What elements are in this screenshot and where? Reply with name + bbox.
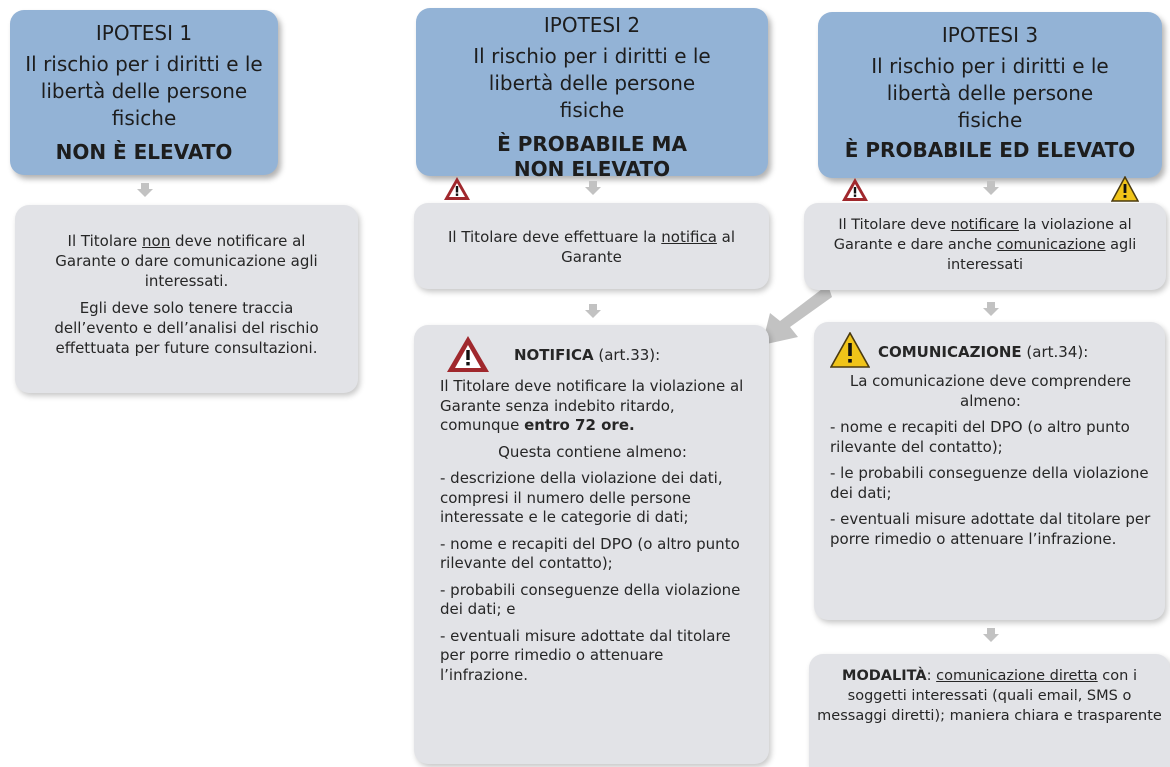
notifica-title-line: NOTIFICA (art.33): [514, 345, 660, 365]
comunicazione-item: - eventuali misure adottate dal titolare… [830, 510, 1151, 548]
ipotesi-3-action-box: Il Titolare deve notificare la violazion… [804, 203, 1166, 290]
yellow-warning-icon [830, 332, 870, 368]
notifica-obligation-text: Il Titolare deve effettuare la notifica … [430, 227, 753, 267]
notifica-item: - eventuali misure adottate dal titolare… [440, 626, 731, 684]
notifica-heading: NOTIFICA (art.33): [440, 336, 745, 377]
notifica-contents-intro: Questa contiene almeno: [498, 442, 687, 461]
down-arrow-icon [983, 628, 999, 642]
ipotesi-1-title: IPOTESI 1 [95, 21, 193, 45]
down-arrow-icon [983, 302, 999, 316]
notifica-item: - probabili conseguenze della violazione… [440, 580, 741, 619]
no-notification-text: Il Titolare non deve notificare al Garan… [41, 231, 332, 291]
notifica-title: NOTIFICA [514, 346, 594, 364]
comunicazione-box: COMUNICAZIONE (art.34): La comunicazione… [814, 322, 1165, 620]
modalita-text: MODALITÀ: comunicazione diretta con i so… [817, 666, 1162, 726]
underlined-comunicazione-diretta: comunicazione diretta [936, 668, 1098, 684]
modalita-box: MODALITÀ: comunicazione diretta con i so… [809, 654, 1170, 767]
comunicazione-intro: La comunicazione deve comprendere almeno… [849, 372, 1132, 410]
ipotesi-3-header: IPOTESI 3 Il rischio per i diritti e le … [818, 12, 1162, 178]
notifica-comunicazione-text: Il Titolare deve notificare la violazion… [812, 215, 1158, 275]
ipotesi-1-header: IPOTESI 1 Il rischio per i diritti e le … [10, 10, 278, 175]
ipotesi-3-level: È PROBABILE ED ELEVATO [844, 138, 1136, 162]
text-part: agli interessati [946, 237, 1137, 273]
text-part: Il Titolare deve notificare la violazion… [440, 377, 744, 434]
text-part: con i soggetti interessati (quali email,… [817, 668, 1162, 724]
notifica-deadline-text: Il Titolare deve notificare la violazion… [440, 377, 745, 436]
down-arrow-icon [585, 304, 601, 318]
underlined-non: non [142, 232, 171, 250]
comunicazione-title: COMUNICAZIONE [878, 343, 1022, 361]
comunicazione-heading: COMUNICAZIONE (art.34): [830, 332, 1151, 372]
ipotesi-3-title: IPOTESI 3 [941, 23, 1039, 47]
modalita-title: MODALITÀ [842, 668, 927, 684]
text-part: al Garante [561, 228, 736, 266]
notifica-article: (art.33): [593, 346, 661, 364]
notifica-box: NOTIFICA (art.33): Il Titolare deve noti… [414, 325, 769, 764]
ipotesi-1-level: NON È ELEVATO [55, 140, 233, 164]
down-arrow-icon [983, 181, 999, 195]
diagonal-arrow-icon [762, 285, 832, 345]
red-warning-icon [842, 178, 868, 201]
tracking-text: Egli deve solo tenere traccia dell’event… [54, 299, 319, 357]
red-warning-icon [447, 336, 489, 372]
ipotesi-2-title: IPOTESI 2 [543, 13, 641, 37]
yellow-warning-icon [1111, 176, 1139, 202]
ipotesi-2-level: È PROBABILE MA NON ELEVATO [497, 132, 687, 181]
underlined-notifica: notifica [661, 228, 717, 246]
ipotesi-2-header: IPOTESI 2 Il rischio per i diritti e le … [416, 8, 768, 181]
ipotesi-2-risk-text: Il rischio per i diritti e le libertà de… [473, 44, 711, 122]
comunicazione-article: (art.34): [1021, 343, 1089, 361]
ipotesi-1-action-box: Il Titolare non deve notificare al Garan… [15, 205, 358, 393]
comunicazione-title-line: COMUNICAZIONE (art.34): [878, 342, 1088, 362]
down-arrow-icon [585, 181, 601, 195]
ipotesi-1-risk-text: Il rischio per i diritti e le libertà de… [25, 52, 263, 130]
notifica-item: - nome e recapiti del DPO (o altro punto… [440, 534, 740, 573]
ipotesi-2-action-box: Il Titolare deve effettuare la notifica … [414, 203, 769, 289]
deadline-72-hours: entro 72 ore. [524, 416, 635, 434]
text-part: Il Titolare [67, 232, 143, 250]
underlined-comunicazione: comunicazione [996, 237, 1106, 253]
text-part: Il Titolare deve effettuare la [447, 228, 662, 246]
text-part: la violazione al Garante e dare anche [833, 217, 1132, 253]
comunicazione-item: - le probabili conseguenze della violazi… [830, 464, 1149, 502]
comunicazione-item: - nome e recapiti del DPO (o altro punto… [830, 418, 1130, 456]
text-part: Il Titolare deve [838, 217, 951, 233]
text-part: : [926, 668, 937, 684]
text-part: deve notificare al Garante o dare comuni… [55, 232, 318, 290]
underlined-notificare: notificare [950, 217, 1019, 233]
red-warning-icon [444, 177, 470, 200]
notifica-item: - descrizione della violazione dei dati,… [440, 469, 723, 526]
down-arrow-icon [137, 183, 153, 197]
ipotesi-3-risk-text: Il rischio per i diritti e le libertà de… [871, 54, 1109, 132]
